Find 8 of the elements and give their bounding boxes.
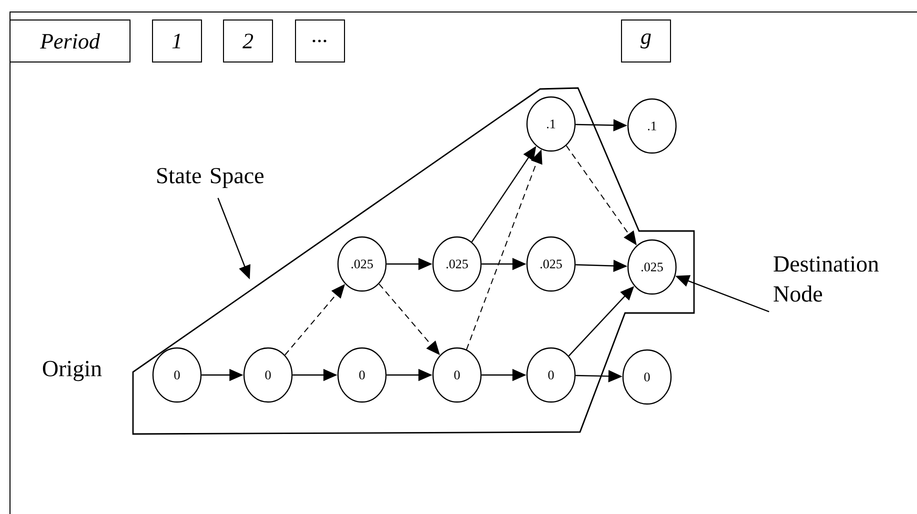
origin-label: Origin	[42, 360, 102, 382]
period-box: 1	[152, 20, 202, 62]
annotation-text: State Space	[157, 168, 264, 188]
period-box: ...	[295, 20, 345, 62]
annotation-text: Destination Node	[774, 256, 879, 302]
period-box: 2	[223, 20, 273, 62]
period-box: g	[621, 20, 671, 62]
period-box: Period	[10, 20, 130, 62]
